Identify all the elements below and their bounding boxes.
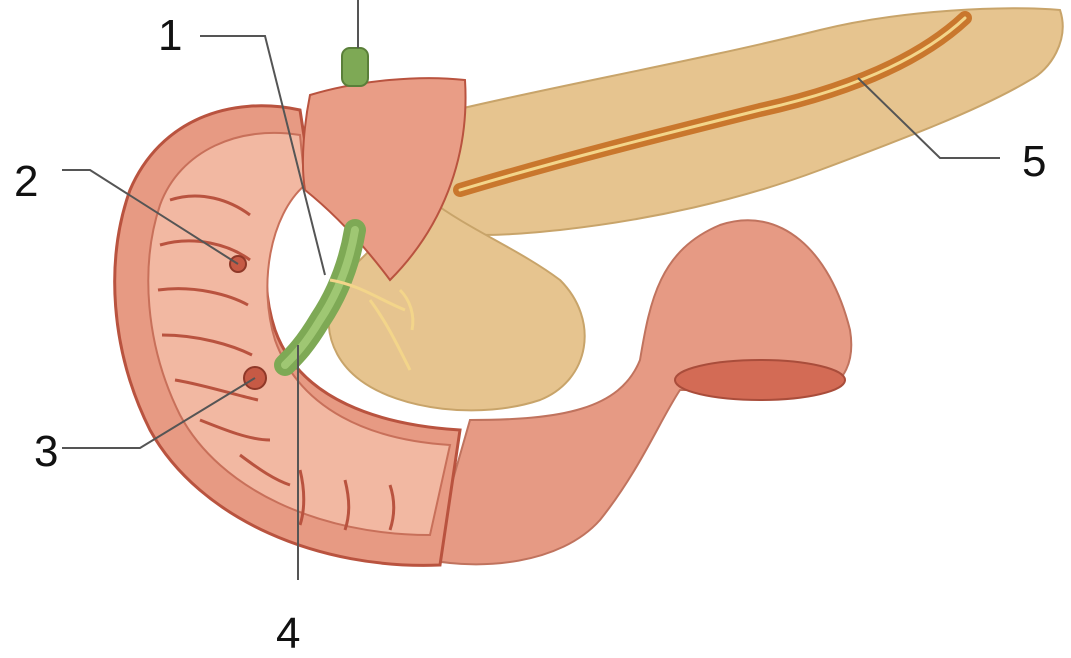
label-3: 3 (34, 430, 58, 474)
label-1: 1 (158, 14, 182, 58)
label-5: 5 (1022, 140, 1046, 184)
jejunum-opening (675, 360, 845, 400)
label-2: 2 (14, 160, 38, 204)
pancreas-tail (430, 8, 1063, 235)
label-4: 4 (276, 612, 300, 656)
bile-duct-top (342, 48, 368, 86)
